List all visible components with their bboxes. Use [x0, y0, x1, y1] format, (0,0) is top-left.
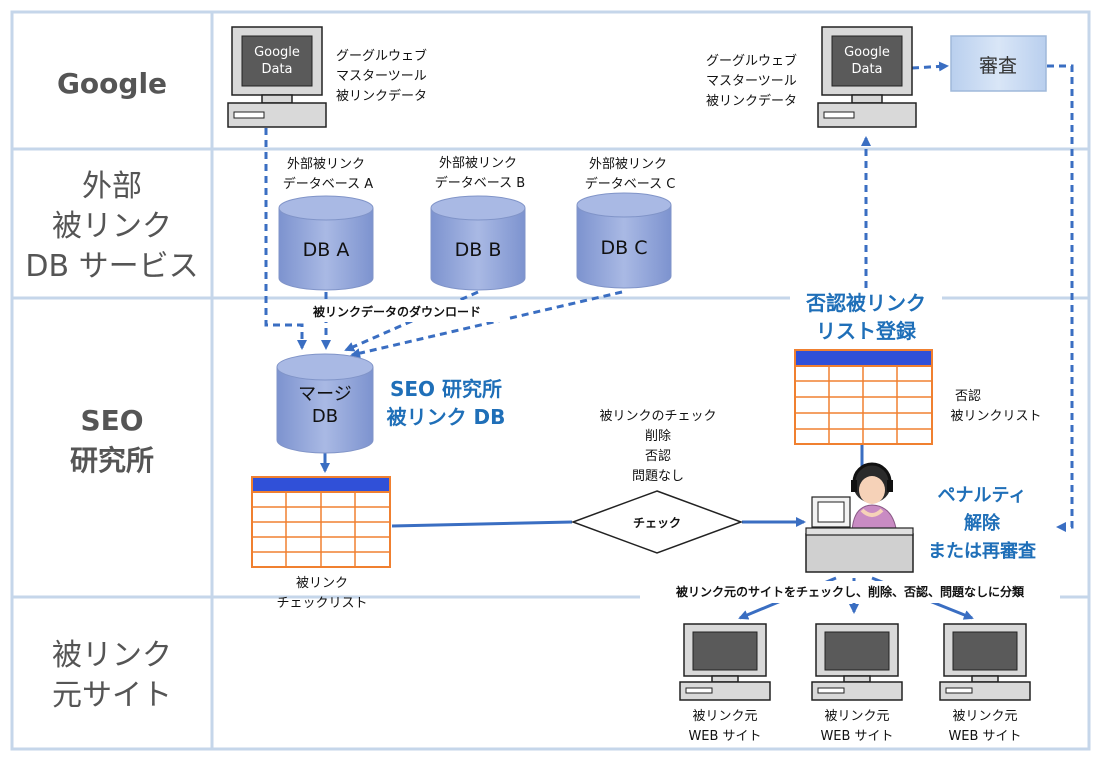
penalty-label-2: 解除 [964, 512, 1001, 534]
check-actions-1: 被リンクのチェック [599, 409, 716, 424]
db-b [430, 195, 526, 291]
seo-db-label-1: SEO 研究所 [390, 377, 502, 401]
computer-site-1 [679, 623, 771, 701]
disavow-list-label-2: 被リンクリスト [950, 409, 1041, 424]
site-3-label-2: WEB サイト [948, 729, 1021, 744]
download-label-bg [287, 300, 507, 322]
db-b-name: DB B [455, 239, 502, 261]
download-label: 被リンクデータのダウンロード [313, 304, 481, 319]
db-c-caption-1: 外部被リンク [589, 157, 667, 172]
google-left-label-1: グーグルウェブ [336, 48, 427, 64]
db-a-caption-1: 外部被リンク [287, 157, 365, 172]
review-box-label: 審査 [979, 55, 1017, 77]
lane-external-label-2: 被リンク [52, 209, 172, 244]
lane-external-label-3: DB サービス [25, 249, 198, 284]
disavow-register-2: リスト登録 [816, 319, 917, 343]
site-1-label-2: WEB サイト [688, 729, 761, 744]
disavow-register-1: 否認被リンク [805, 291, 926, 315]
check-diamond-label: チェック [633, 516, 681, 530]
lane-external-label-1: 外部 [82, 169, 142, 204]
disavow-register-bg [790, 290, 942, 344]
arrow-review-to-penalty [1047, 64, 1074, 532]
classify-label-bg [640, 581, 1060, 603]
site-2-label-1: 被リンク元 [824, 709, 889, 724]
lane-google-label: Google [57, 67, 167, 100]
checklist-table [251, 476, 391, 568]
site-3-label-1: 被リンク元 [952, 709, 1017, 724]
google-left-label-3: 被リンクデータ [336, 88, 427, 104]
arrow-checklist-to-check [391, 520, 573, 528]
db-a [278, 195, 374, 291]
penalty-label-1: ペナルティ [938, 485, 1027, 506]
computer-site-3 [939, 623, 1031, 701]
db-c-caption-2: データベース C [585, 176, 676, 192]
db-b-caption-1: 外部被リンク [439, 156, 517, 171]
screen-google-right-1: Google [844, 45, 890, 60]
review-box [950, 35, 1047, 92]
computer-site-2 [811, 623, 903, 701]
db-b-caption-2: データベース B [435, 175, 525, 191]
lane-source-label-1: 被リンク [52, 638, 172, 673]
db-a-caption-2: データベース A [283, 176, 373, 192]
classify-label: 被リンク元のサイトをチェックし、削除、否認、問題なしに分類 [676, 584, 1025, 599]
check-actions-4: 問題なし [632, 469, 684, 484]
merge-db [276, 353, 374, 454]
check-diamond [570, 490, 744, 554]
screen-google-left-1: Google [254, 45, 300, 60]
screen-google-right-2: Data [851, 62, 882, 77]
operator-icon [805, 462, 914, 573]
db-c-name: DB C [601, 237, 648, 259]
google-right-label-1: グーグルウェブ [706, 53, 797, 69]
lane-seo-label-2: 研究所 [70, 444, 154, 477]
check-actions-3: 否認 [645, 448, 671, 464]
penalty-label-3: または再審査 [928, 540, 1036, 562]
merge-db-label-1: マージ [298, 384, 352, 405]
lane-source-label-2: 元サイト [52, 678, 172, 713]
computer-google-right [817, 26, 917, 128]
db-c [576, 192, 672, 289]
arrow-google-to-review [911, 61, 949, 72]
computer-google-left [227, 26, 327, 128]
seo-db-label-2: 被リンク DB [387, 405, 506, 429]
check-actions-2: 削除 [645, 429, 671, 444]
disavow-list-label-1: 否認 [955, 388, 981, 404]
lane-seo-label-1: SEO [80, 404, 143, 437]
checklist-label-2: チェックリスト [276, 596, 367, 611]
site-2-label-2: WEB サイト [820, 729, 893, 744]
db-a-name: DB A [303, 239, 350, 261]
arrow-dbc-to-merge [350, 290, 623, 359]
site-1-label-1: 被リンク元 [692, 709, 757, 724]
screen-google-left-2: Data [261, 62, 292, 77]
checklist-label-1: 被リンク [296, 576, 348, 591]
arrow-google-to-merge [264, 128, 307, 350]
disavow-table [794, 349, 933, 445]
google-right-label-3: 被リンクデータ [706, 93, 797, 109]
google-left-label-2: マスターツール [336, 69, 427, 84]
google-right-label-2: マスターツール [706, 74, 797, 89]
merge-db-label-2: DB [312, 406, 338, 427]
